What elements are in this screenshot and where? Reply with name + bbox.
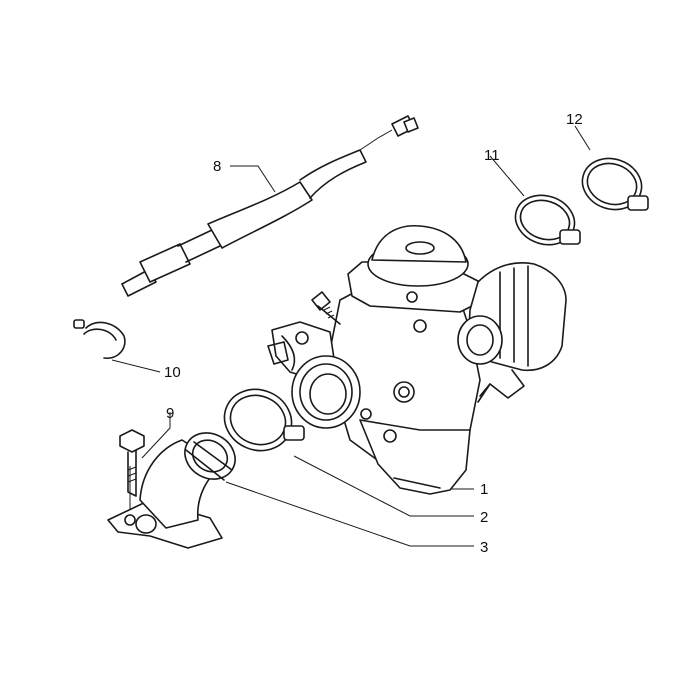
- callout-10: 10: [164, 364, 181, 381]
- carburetor-part: [267, 224, 567, 495]
- callout-8: 8: [213, 158, 221, 175]
- callout-3: 3: [480, 539, 488, 556]
- callout-2: 2: [480, 509, 488, 526]
- callout-11: 11: [484, 147, 500, 164]
- mounting-bolt-part: [119, 429, 145, 497]
- callout-labels: 8 11 12 10 9 1 2 3: [164, 111, 583, 556]
- intake-clamp-part: [223, 388, 305, 452]
- callout-1: 1: [480, 481, 488, 498]
- hose-clamp-large-part: [581, 157, 649, 211]
- hose-clamp-medium-part: [514, 194, 581, 246]
- leader-lines: [111, 125, 591, 547]
- throttle-cable-part: [121, 115, 419, 297]
- callout-9: 9: [166, 405, 174, 422]
- callout-12: 12: [566, 111, 583, 128]
- spring-clip-part: [73, 319, 126, 359]
- intake-manifold-part: [107, 432, 236, 549]
